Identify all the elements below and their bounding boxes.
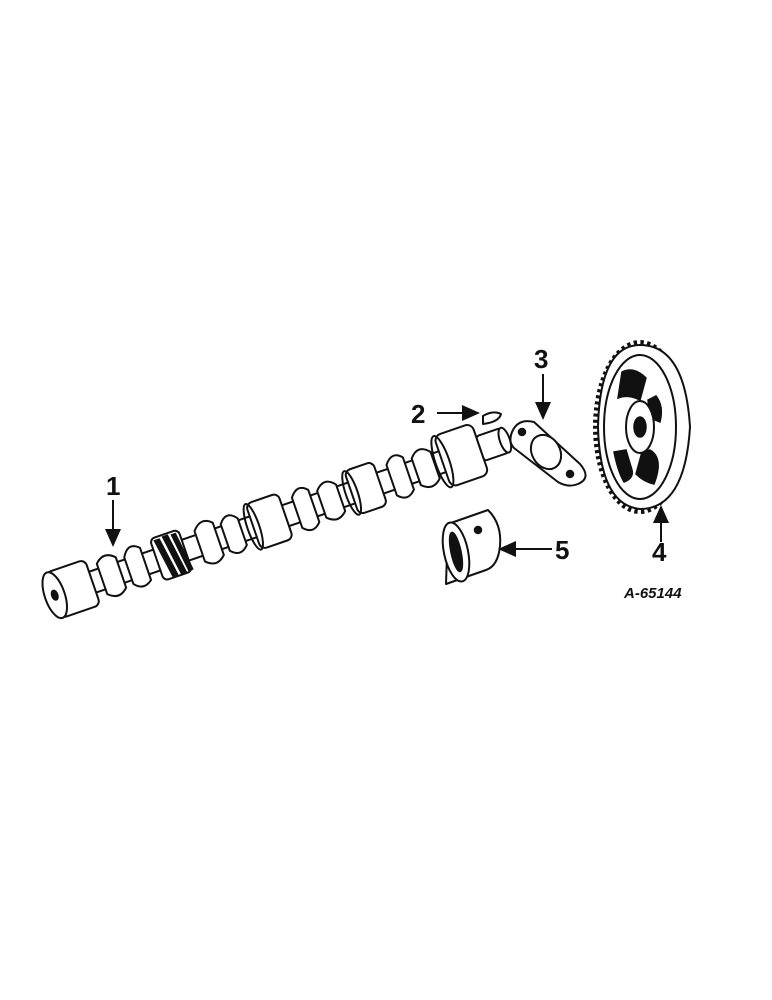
bushing [441, 509, 502, 585]
drawing-code: A-65144 [623, 585, 682, 602]
camshaft [41, 424, 513, 620]
drive-gear-teeth [150, 529, 194, 581]
callout-label-2: 2 [411, 399, 425, 429]
woodruff-key [482, 411, 502, 425]
callout-label-1: 1 [106, 471, 120, 501]
thrust-plate [509, 420, 587, 487]
callout-label-5: 5 [555, 535, 569, 565]
callout-label-3: 3 [534, 344, 548, 374]
callout-label-4: 4 [652, 537, 667, 567]
camshaft-gear [593, 340, 691, 514]
